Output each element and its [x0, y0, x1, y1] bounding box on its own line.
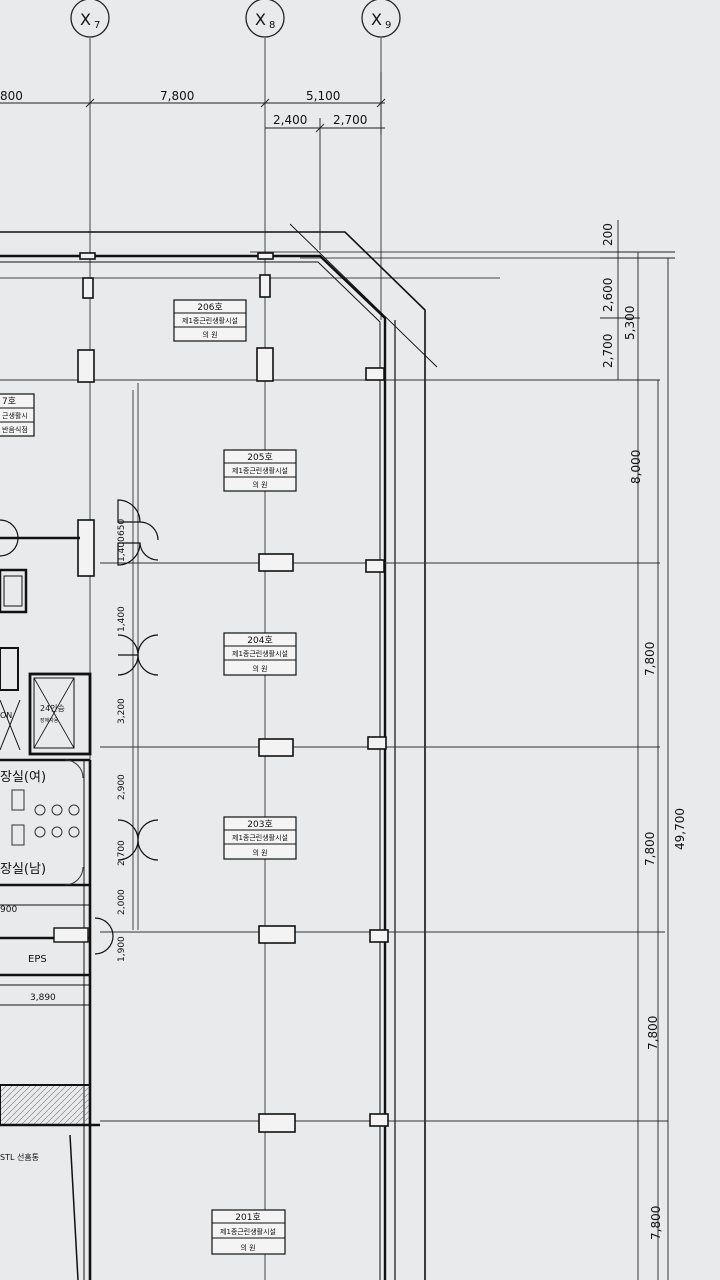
- top-dimension-lines: [0, 72, 386, 250]
- dim-inner-b: 1,400: [117, 536, 127, 562]
- svg-text:204호: 204호: [247, 635, 272, 646]
- grid-bubble-x7: X 7: [70, 0, 110, 38]
- dim-right-overall: 49,700: [673, 808, 687, 850]
- grid-bubble-x9: X 9: [361, 0, 401, 38]
- label-toilet-female: 장실(여): [0, 770, 46, 785]
- dim-inner-e: 2,900: [117, 774, 127, 800]
- label-elevator: 24인승: [40, 703, 65, 713]
- dim-right-d3: 2,700: [601, 334, 615, 368]
- svg-text:의 원: 의 원: [202, 330, 217, 339]
- svg-text:의 원: 의 원: [252, 848, 267, 857]
- label-stair-note: STL 선홈통: [0, 1152, 39, 1162]
- structural-columns: [77, 252, 389, 1133]
- dim-inner-f: 2,700: [117, 840, 127, 866]
- right-dimension-lines: [600, 220, 675, 1280]
- dim-inner-i: 900: [0, 905, 17, 915]
- label-toilet-male: 장실(남): [0, 862, 46, 877]
- toilet-fixtures: [11, 759, 84, 886]
- core-walls: [0, 536, 92, 1280]
- dim-inner-a: 650: [117, 519, 127, 536]
- svg-text:X: X: [255, 10, 266, 29]
- dim-right-total-top: 5,300: [623, 306, 637, 340]
- svg-text:9: 9: [385, 20, 391, 31]
- dim-top-x7-x8: 7,800: [160, 89, 194, 103]
- dim-inner-j: 3,890: [30, 993, 56, 1003]
- svg-text:제1종근린생활시설: 제1종근린생활시설: [232, 833, 288, 842]
- svg-text:8: 8: [269, 20, 275, 31]
- svg-text:제1종근린생활시설: 제1종근린생활시설: [232, 466, 288, 475]
- dim-inner-h: 1,900: [117, 936, 127, 962]
- svg-text:X: X: [371, 10, 382, 29]
- svg-text:의 원: 의 원: [240, 1243, 255, 1252]
- svg-text:206호: 206호: [197, 302, 222, 313]
- label-eps: EPS: [28, 954, 47, 965]
- svg-text:근생활시: 근생활시: [2, 411, 28, 420]
- dim-right-d8: 7,800: [649, 1206, 663, 1240]
- dim-right-d5: 7,800: [643, 642, 657, 676]
- dim-right-d7: 7,800: [646, 1016, 660, 1050]
- dim-top-x8-x9: 5,100: [306, 89, 340, 103]
- svg-text:X: X: [80, 10, 91, 29]
- svg-text:7호: 7호: [2, 396, 16, 407]
- svg-text:제1종근린생활시설: 제1종근린생활시설: [232, 649, 288, 658]
- dim-top-sub-b: 2,700: [333, 113, 367, 127]
- grid-bubble-x8: X 8: [245, 0, 285, 38]
- room-label-201: 201호 제1종근린생활시설 의 원: [211, 1209, 286, 1255]
- svg-text:의 원: 의 원: [252, 664, 267, 673]
- svg-text:203호: 203호: [247, 819, 272, 830]
- room-label-205: 205호 제1종근린생활시설 의 원: [223, 449, 297, 492]
- svg-text:205호: 205호: [247, 452, 272, 463]
- svg-text:제1종근린생활시설: 제1종근린생활시설: [220, 1227, 276, 1236]
- room-label-203: 203호 제1종근린생활시설 의 원: [223, 816, 297, 860]
- label-elevator-sub: 장애자용: [40, 717, 59, 724]
- dim-inner-g: 2,000: [117, 889, 127, 915]
- svg-text:제1종근린생활시설: 제1종근린생활시설: [182, 316, 238, 325]
- svg-text:201호: 201호: [235, 1212, 260, 1223]
- svg-text:의 원: 의 원: [252, 480, 267, 489]
- svg-text:반음식점: 반음식점: [2, 425, 28, 434]
- stair-edge: [69, 1134, 79, 1280]
- dim-right-d4: 8,000: [629, 450, 643, 484]
- dim-top-partial: 800: [0, 89, 23, 103]
- dim-right-d6: 7,800: [643, 832, 657, 866]
- stair-hatch: [0, 1084, 91, 1126]
- dim-inner-d: 3,200: [117, 698, 127, 724]
- svg-text:7: 7: [94, 20, 100, 31]
- dim-right-d1: 200: [601, 223, 615, 246]
- outer-wall: [0, 223, 660, 1280]
- dim-right-d2: 2,600: [601, 278, 615, 312]
- room-label-204: 204호 제1종근린생활시설 의 원: [223, 632, 297, 676]
- doors: [0, 499, 159, 955]
- label-on: ON: [0, 711, 12, 720]
- room-label-206: 206호 제1종근린생활시설 의 원: [173, 299, 247, 342]
- dim-top-sub-a: 2,400: [273, 113, 307, 127]
- dim-inner-c: 1,400: [117, 606, 127, 632]
- room-label-left: 7호 근생활시 반음식점: [0, 393, 35, 437]
